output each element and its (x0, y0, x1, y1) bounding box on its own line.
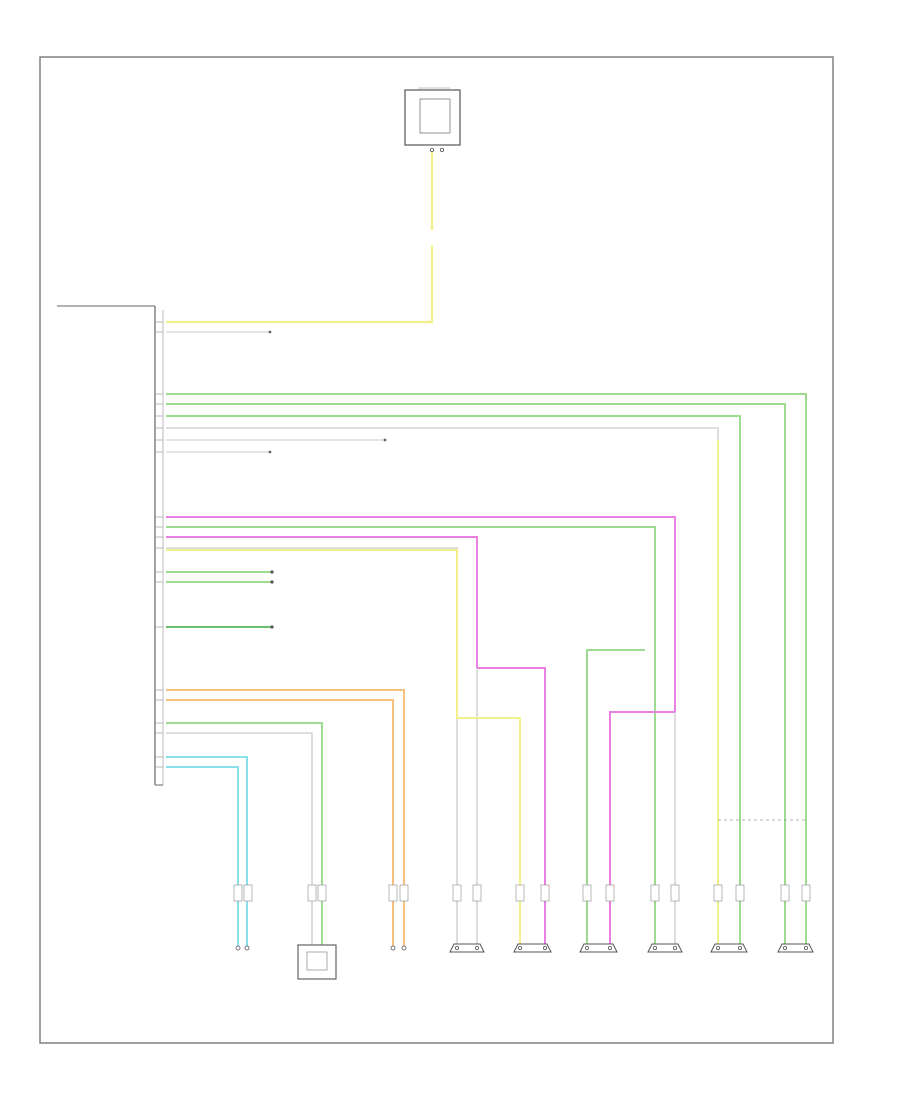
wire-magenta-to-left-ip (476, 660, 546, 950)
wire-magenta-2 (166, 536, 478, 660)
wire-cyan-1 (166, 756, 248, 950)
wire-green-2 (166, 403, 786, 950)
speaker-center-instrument-panel (579, 943, 618, 953)
diagram-frame (39, 56, 834, 1044)
wire-magenta-to-right-ip (609, 645, 676, 950)
speaker-left-instrument-panel (513, 943, 552, 953)
wire-white-sat (166, 732, 313, 950)
wire-green-3 (166, 415, 741, 950)
gps-antenna (235, 945, 250, 951)
speaker-right-front-door (647, 943, 683, 953)
wire-green-to-right-ip (586, 649, 645, 950)
wire-orange-1 (166, 689, 405, 950)
radio-connector (57, 305, 164, 786)
speaker-right-rear (710, 943, 748, 953)
wire-green-sat (166, 722, 323, 950)
wire-magenta-1 (166, 516, 676, 645)
radio-antenna (390, 945, 407, 951)
speaker-left-front-door (449, 943, 485, 953)
wire-cyan-2 (166, 766, 239, 950)
wire-yellow-to-left-ip (456, 710, 521, 950)
top-component (404, 87, 461, 152)
wire-top-yellow (166, 152, 434, 324)
wire-green-1 (166, 393, 807, 950)
wire-green-4 (166, 526, 656, 950)
satellite-receiver (297, 944, 337, 980)
wire-white-2 (166, 547, 458, 950)
wire-yellow-left (166, 549, 458, 710)
wire-connector-stubs (233, 884, 811, 902)
speaker-left-rear (777, 943, 814, 953)
wire-orange-2 (166, 699, 394, 950)
connector-pins (155, 321, 163, 768)
